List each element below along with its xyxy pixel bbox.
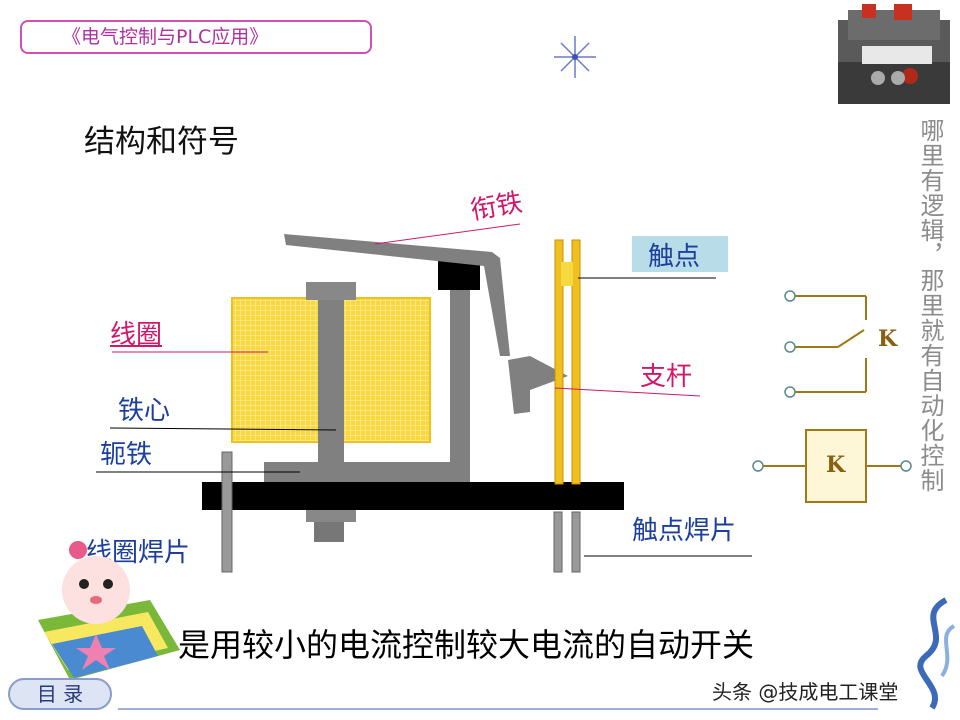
watermark: 头条 @技成电工课堂 — [712, 680, 899, 704]
label-support-rod: 支杆 — [640, 362, 693, 392]
label-yoke: 轭铁 — [100, 440, 153, 470]
cartoon-book-mascot-icon — [38, 541, 180, 680]
toc-button[interactable]: 目 录 — [8, 678, 112, 710]
caption: 是用较小的电流控制较大电流的自动开关 — [178, 626, 755, 664]
sparkle-icon — [554, 36, 596, 78]
coil-symbol-box — [805, 429, 867, 503]
label-iron-core: 铁心 — [118, 396, 171, 426]
label-coil: 线圈 — [110, 320, 163, 350]
thermal-relay-photo-icon — [838, 4, 950, 104]
contact-rod-right — [571, 239, 581, 485]
label-contact-terminal: 触点焊片 — [632, 516, 737, 546]
yoke-upright — [450, 285, 470, 485]
contact-symbol-label: K — [878, 326, 898, 352]
yoke-bottom — [264, 462, 470, 482]
vertical-slogan: 哪里有逻辑，那里就有自动化控制 — [916, 118, 944, 493]
book-title: 《电气控制与PLC应用》 — [20, 20, 372, 54]
section-title: 结构和符号 — [84, 124, 239, 160]
contact-rod-left — [554, 239, 564, 485]
coil-terminal — [221, 451, 233, 573]
label-contact: 触点 — [648, 242, 701, 272]
coil-symbol-label: K — [826, 452, 846, 478]
ornament-swirl-icon — [917, 597, 956, 710]
contact-point — [561, 262, 573, 286]
base-plate — [202, 482, 624, 510]
iron-core — [318, 296, 344, 466]
armature — [284, 234, 510, 356]
contact-label-bg — [632, 236, 728, 272]
bottom-divider — [118, 708, 878, 710]
contact-symbol — [790, 295, 867, 393]
